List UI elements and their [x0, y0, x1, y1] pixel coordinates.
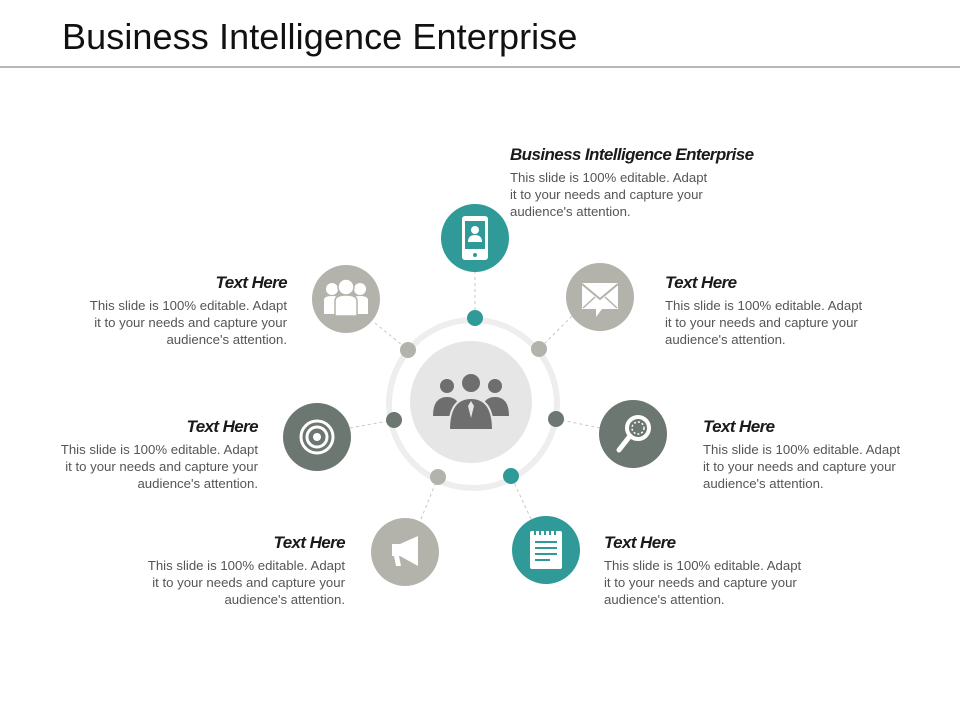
body-line: This slide is 100% editable. Adapt	[60, 442, 258, 457]
block-body: This slide is 100% editable. Adapt it to…	[47, 297, 287, 348]
team-icon	[324, 278, 368, 317]
mobile-profile-icon	[462, 216, 488, 260]
block-body: This slide is 100% editable. Adapt it to…	[510, 169, 820, 220]
body-line: audience's attention.	[224, 592, 345, 607]
block-body: This slide is 100% editable. Adapt it to…	[105, 557, 345, 608]
mail-icon	[581, 283, 619, 317]
body-line: it to your needs and capture your	[65, 459, 258, 474]
ring-dot-upper-right	[531, 341, 547, 357]
block-body: This slide is 100% editable. Adapt it to…	[604, 557, 844, 608]
megaphone-icon	[392, 536, 418, 566]
node-middle-left	[283, 403, 351, 471]
body-line: it to your needs and capture your	[152, 575, 345, 590]
body-line: it to your needs and capture your	[703, 459, 896, 474]
body-line: This slide is 100% editable. Adapt	[703, 442, 901, 457]
body-line: audience's attention.	[665, 332, 786, 347]
search-icon	[616, 415, 651, 453]
target-icon	[299, 419, 335, 455]
text-block-upper-left: Text Here This slide is 100% editable. A…	[47, 273, 288, 348]
text-block-lower-left: Text Here This slide is 100% editable. A…	[105, 533, 346, 608]
body-line: This slide is 100% editable. Adapt	[147, 558, 345, 573]
ring-dot-upper-left	[400, 342, 416, 358]
body-line: This slide is 100% editable. Adapt	[89, 298, 287, 313]
block-heading: Business Intelligence Enterprise	[510, 145, 754, 164]
connector-upper-left	[374, 322, 409, 351]
ring-dot-lower-left	[430, 469, 446, 485]
block-body: This slide is 100% editable. Adapt it to…	[665, 297, 905, 348]
body-line: audience's attention.	[137, 476, 258, 491]
block-heading: Text Here	[604, 533, 676, 552]
node-middle-right	[599, 400, 667, 468]
node-lower-right	[512, 516, 580, 584]
text-block-lower-right: Text Here This slide is 100% editable. A…	[604, 533, 844, 608]
title-divider	[0, 66, 960, 68]
page-title: Business Intelligence Enterprise	[62, 16, 578, 57]
body-line: audience's attention.	[703, 476, 824, 491]
block-heading: Text Here	[273, 533, 346, 552]
body-line: This slide is 100% editable. Adapt	[665, 298, 863, 313]
block-body: This slide is 100% editable. Adapt it to…	[18, 441, 258, 492]
body-line: it to your needs and capture your	[94, 315, 287, 330]
node-lower-left	[371, 518, 439, 586]
block-body: This slide is 100% editable. Adapt it to…	[703, 441, 943, 492]
body-line: it to your needs and capture your	[510, 187, 703, 202]
ring-dot-middle-left	[386, 412, 402, 428]
node-upper-right	[566, 263, 634, 331]
text-block-middle-right: Text Here This slide is 100% editable. A…	[703, 417, 943, 492]
text-block-top: Business Intelligence Enterprise This sl…	[510, 145, 820, 220]
block-heading: Text Here	[215, 273, 288, 292]
text-block-middle-left: Text Here This slide is 100% editable. A…	[18, 417, 259, 492]
connector-lower-right	[510, 475, 532, 520]
ring-dot-lower-right	[503, 468, 519, 484]
body-line: it to your needs and capture your	[665, 315, 858, 330]
body-line: audience's attention.	[510, 204, 631, 219]
ring-dot-middle-right	[548, 411, 564, 427]
body-line: audience's attention.	[604, 592, 725, 607]
node-upper-left	[312, 265, 380, 333]
body-line: audience's attention.	[166, 332, 287, 347]
people-group-icon	[433, 372, 509, 431]
notepad-icon	[530, 529, 562, 569]
block-heading: Text Here	[186, 417, 259, 436]
body-line: This slide is 100% editable. Adapt	[510, 170, 708, 185]
text-block-upper-right: Text Here This slide is 100% editable. A…	[665, 273, 905, 348]
block-heading: Text Here	[665, 273, 737, 292]
body-line: it to your needs and capture your	[604, 575, 797, 590]
node-top	[441, 204, 509, 272]
block-heading: Text Here	[703, 417, 775, 436]
body-line: This slide is 100% editable. Adapt	[604, 558, 802, 573]
ring-dot-top	[467, 310, 483, 326]
